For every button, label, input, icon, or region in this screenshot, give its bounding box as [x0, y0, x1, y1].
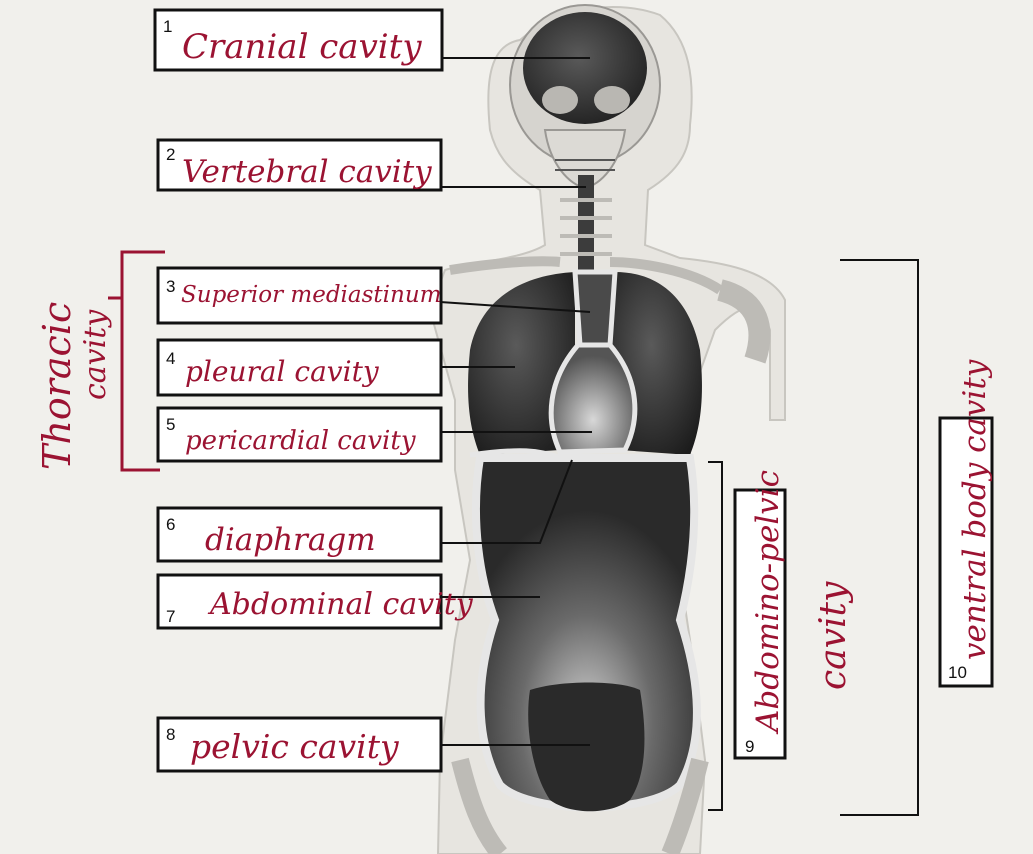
- label-box-4[interactable]: 4 pleural cavity: [158, 340, 441, 395]
- answer-6: diaphragm: [205, 522, 376, 558]
- answer-5: pericardial cavity: [185, 426, 416, 456]
- bracket-abdominopelvic: [708, 462, 722, 810]
- svg-text:5: 5: [166, 415, 175, 434]
- thoracic-cavities: [468, 272, 702, 455]
- answer-4: pleural cavity: [185, 355, 380, 388]
- svg-text:6: 6: [166, 515, 175, 534]
- pelvic-cavity: [528, 683, 644, 812]
- note-abdomino-pelvic-cavity: cavity: [813, 581, 854, 690]
- answer-9: Abdomino-pelvic: [750, 470, 786, 735]
- svg-text:2: 2: [166, 145, 175, 164]
- answer-1: Cranial cavity: [182, 27, 422, 67]
- answer-10: ventral body cavity: [957, 359, 993, 660]
- label-box-7[interactable]: 7 Abdominal cavity: [158, 575, 474, 628]
- label-box-5[interactable]: 5 pericardial cavity: [158, 408, 441, 461]
- label-box-2[interactable]: 2 Vertebral cavity: [158, 140, 441, 190]
- pericardial-cavity: [551, 345, 635, 452]
- svg-text:8: 8: [166, 725, 175, 744]
- abdominopelvic-cavities: [470, 451, 697, 812]
- svg-text:10: 10: [948, 663, 967, 682]
- thoracic-bracket: [108, 252, 165, 470]
- label-box-9[interactable]: 9 Abdomino-pelvic: [735, 470, 786, 758]
- label-box-6[interactable]: 6 diaphragm: [158, 508, 441, 561]
- answer-2: Vertebral cavity: [182, 154, 432, 190]
- label-box-1[interactable]: 1 Cranial cavity: [155, 10, 442, 70]
- svg-text:1: 1: [163, 17, 172, 36]
- note-thoracic-cavity: cavity: [78, 309, 113, 400]
- svg-text:9: 9: [745, 737, 754, 756]
- answer-3: Superior mediastinum: [181, 282, 441, 308]
- svg-text:7: 7: [166, 607, 175, 626]
- svg-text:4: 4: [166, 349, 175, 368]
- cranial-cavity: [523, 12, 647, 124]
- note-thoracic: Thoracic: [35, 302, 79, 470]
- answer-8: pelvic cavity: [190, 727, 399, 766]
- bracket-ventral: [840, 260, 918, 815]
- svg-text:3: 3: [166, 277, 175, 296]
- superior-mediastinum: [575, 272, 615, 345]
- answer-7: Abdominal cavity: [207, 587, 474, 622]
- label-box-8[interactable]: 8 pelvic cavity: [158, 718, 441, 771]
- label-box-3[interactable]: 3 Superior mediastinum: [158, 268, 441, 323]
